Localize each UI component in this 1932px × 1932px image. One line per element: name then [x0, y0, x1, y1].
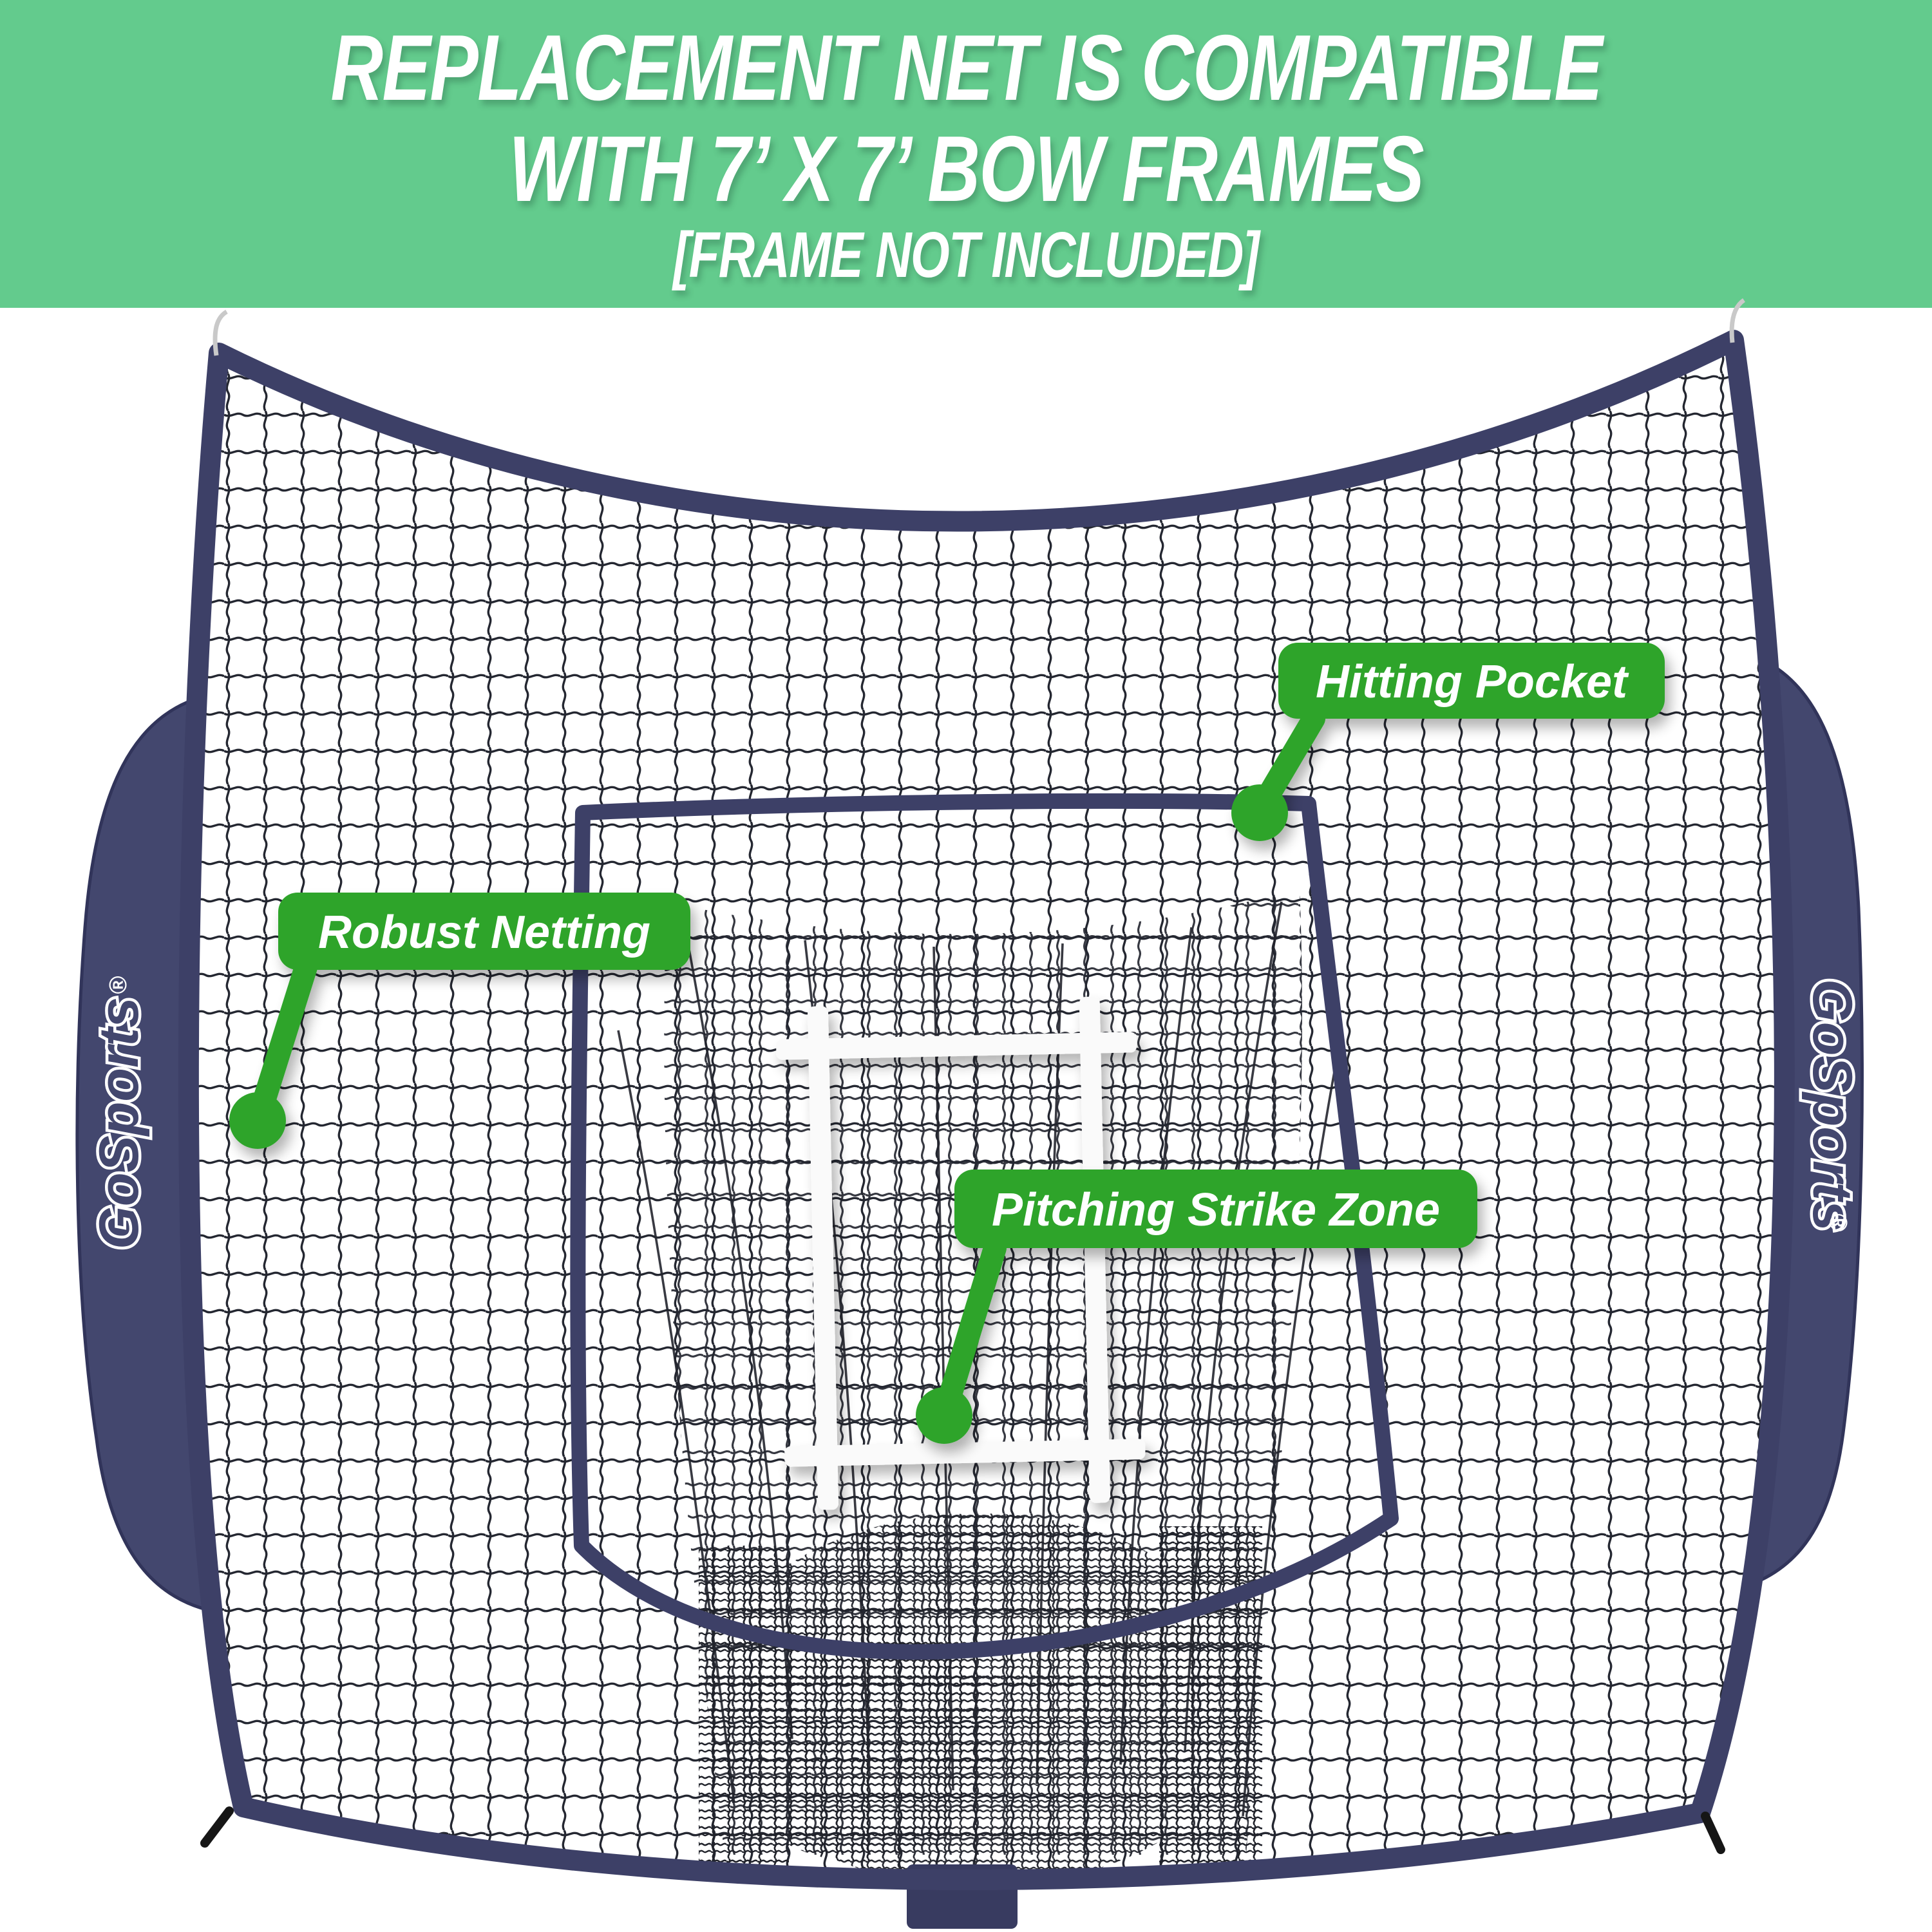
callout-hitting-pocket: Hitting Pocket: [1231, 643, 1665, 841]
top-right-tie: [1729, 298, 1746, 343]
header-line-2: WITH 7’ X 7’ BOW FRAMES: [509, 117, 1424, 221]
strike-zone-left-bar: [808, 1006, 839, 1510]
bottom-left-clip: [200, 1806, 234, 1848]
callout-pitching-strike-zone-box: [954, 1170, 1477, 1248]
callout-hitting-pocket-label: Hitting Pocket: [1316, 656, 1629, 708]
left-wing-registered-icon: ®: [105, 976, 132, 994]
callout-hitting-pocket-dot: [1231, 784, 1288, 841]
callout-hitting-pocket-box: [1278, 643, 1665, 719]
left-wing-brand-logo: GoSports: [88, 997, 150, 1249]
bottom-right-clip: [1701, 1812, 1725, 1854]
callout-pitching-strike-zone-dot: [916, 1387, 972, 1444]
hitting-pocket-outline: [570, 793, 1399, 1660]
callout-pitching-strike-zone-stem: [935, 1236, 1007, 1419]
header-line-1: REPLACEMENT NET IS COMPATIBLE: [330, 15, 1602, 120]
strike-zone-right-bar: [1079, 996, 1110, 1503]
callout-robust-netting-label: Robust Netting: [318, 907, 650, 958]
strike-zone-top-bar: [776, 1032, 1137, 1060]
header-banner: REPLACEMENT NET IS COMPATIBLE WITH 7’ X …: [0, 0, 1932, 308]
callout-pitching-strike-zone-label: Pitching Strike Zone: [992, 1184, 1440, 1236]
callout-robust-netting: Robust Netting: [229, 893, 690, 1149]
callout-robust-netting-stem: [249, 956, 317, 1122]
callouts: Hitting Pocket Robust Netting Pitching S…: [229, 643, 1665, 1444]
strike-zone-bottom-bar: [784, 1439, 1146, 1467]
callout-pitching-strike-zone: Pitching Strike Zone: [916, 1170, 1477, 1444]
callout-robust-netting-box: [278, 893, 690, 970]
net-edge-binding: [178, 330, 1795, 1890]
right-wing-registered-icon: ®: [1824, 1213, 1852, 1231]
right-wing-brand-logo: GoSports: [1801, 979, 1863, 1231]
header-line-3: [FRAME NOT INCLUDED]: [673, 218, 1260, 291]
top-left-tie: [213, 309, 228, 356]
callout-robust-netting-dot: [229, 1092, 286, 1149]
corner-attachments: [200, 298, 1746, 1854]
pitching-strike-zone-frame: [776, 996, 1146, 1510]
bunched-net-tangle: [699, 1513, 1262, 1880]
